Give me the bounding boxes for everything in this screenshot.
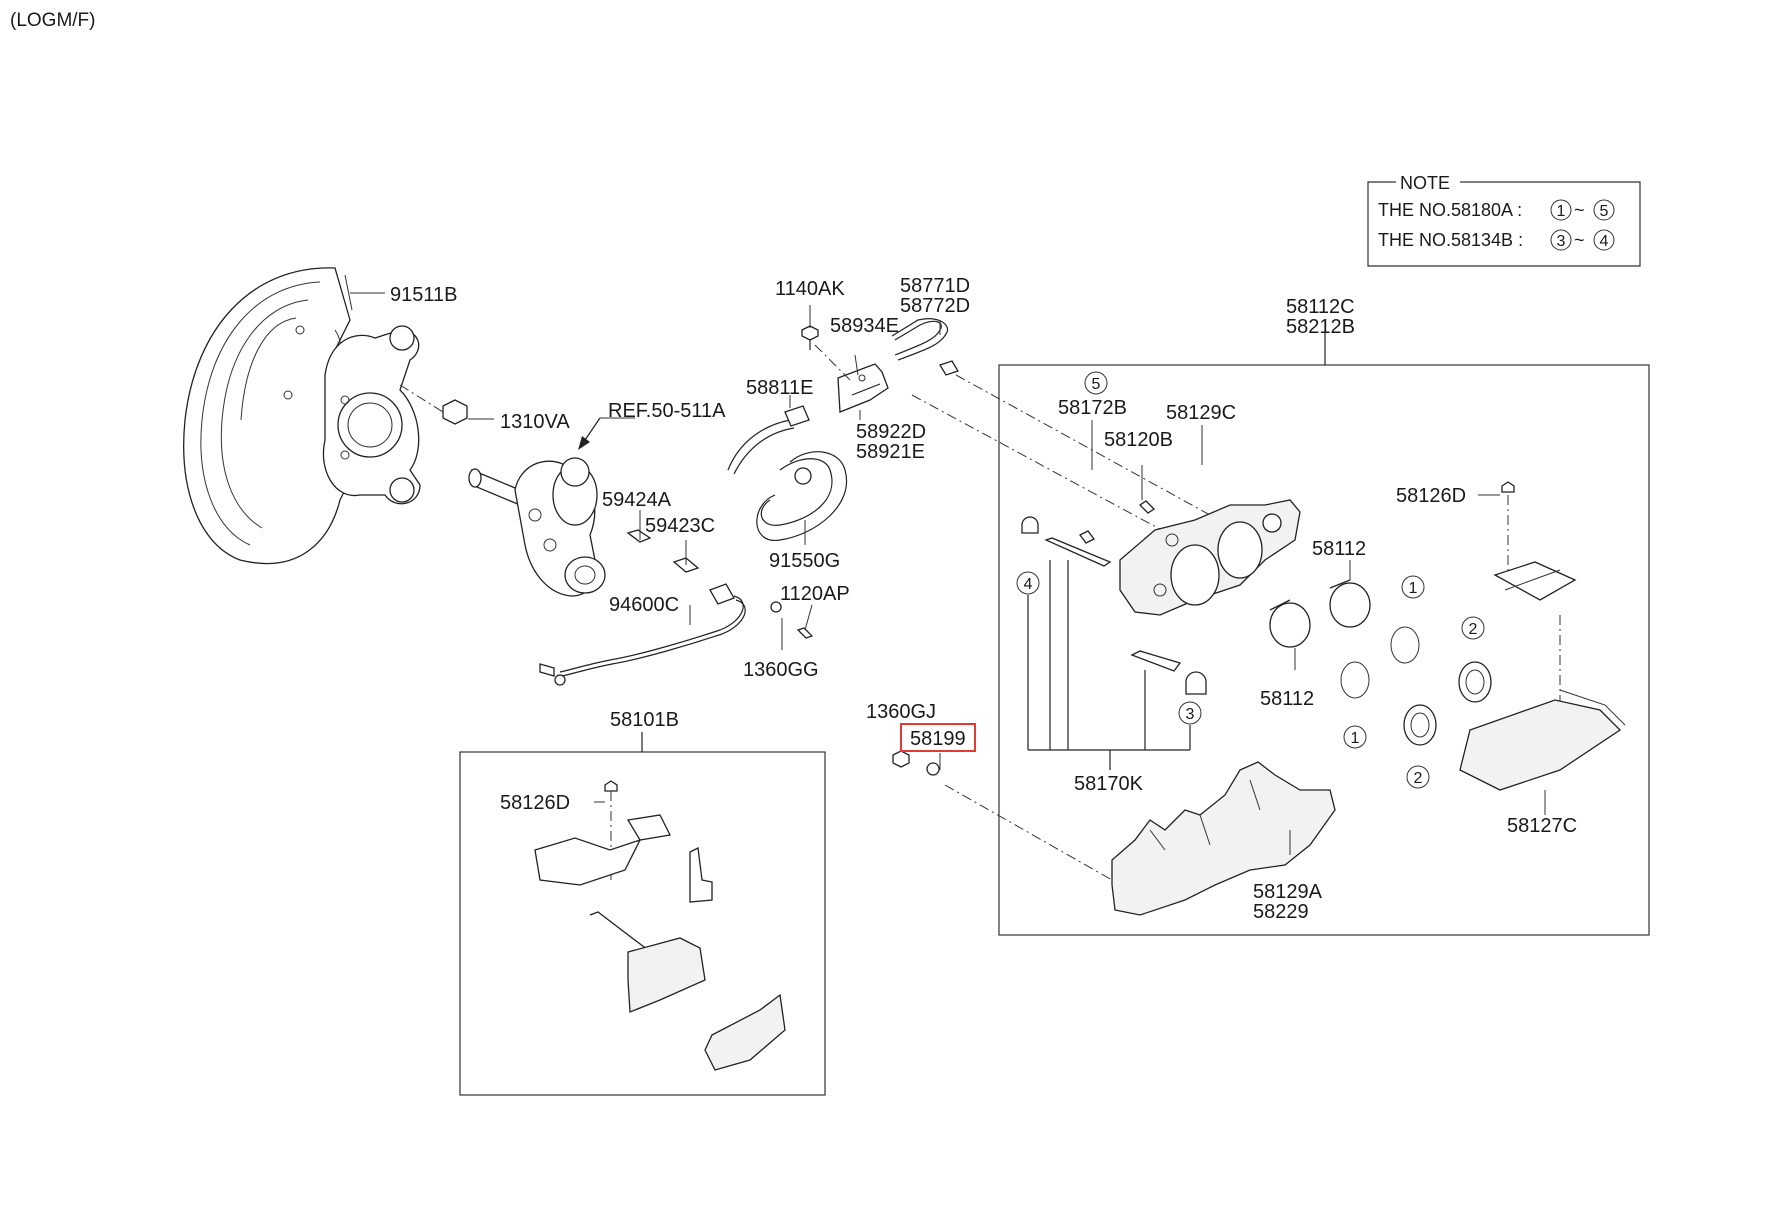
label-58212B[interactable]: 58212B (1286, 316, 1355, 338)
label-1140AK[interactable]: 1140AK (775, 278, 845, 300)
label-58126D-left[interactable]: 58126D (500, 792, 570, 814)
callout-4: 4 (1024, 576, 1033, 593)
note-line2-text: THE NO.58134B : (1378, 230, 1523, 250)
note-line1-text: THE NO.58180A : (1378, 200, 1522, 220)
callout-5: 5 (1092, 376, 1101, 393)
pistons-seals-drawing (1269, 579, 1492, 746)
nipple-cap-drawing (892, 750, 1113, 881)
caliper-bracket-drawing (1111, 761, 1336, 916)
note-line1-tilde: ~ (1574, 200, 1585, 220)
note-title: NOTE (1400, 173, 1450, 193)
label-58126D-right[interactable]: 58126D (1396, 485, 1466, 507)
callout-1b: 1 (1351, 730, 1360, 747)
label-58229[interactable]: 58229 (1253, 901, 1309, 923)
note-line2-to-circle (1593, 229, 1615, 251)
pad-kit-box (459, 732, 826, 1096)
caliper-body-drawing (1079, 499, 1301, 616)
note-line2-from-circle (1550, 229, 1572, 251)
caliper-group-box (998, 330, 1650, 936)
bracket-bolt-drawing (801, 325, 889, 413)
label-1360GG[interactable]: 1360GG (743, 659, 819, 681)
pad-kit-drawing (534, 780, 786, 1071)
label-58120B[interactable]: 58120B (1104, 429, 1173, 451)
label-1360GJ[interactable]: 1360GJ (866, 701, 936, 723)
label-58170K[interactable]: 58170K (1074, 773, 1144, 795)
callout-3: 3 (1186, 706, 1195, 723)
callout-2b: 2 (1414, 770, 1423, 787)
label-58172B[interactable]: 58172B (1058, 397, 1127, 419)
label-58771D[interactable]: 58771D (900, 275, 970, 297)
label-58811E[interactable]: 58811E (746, 377, 813, 399)
label-59424A[interactable]: 59424A (602, 489, 672, 511)
pad-58127C-drawing (1459, 689, 1626, 791)
label-58127C[interactable]: 58127C (1507, 815, 1577, 837)
label-58199[interactable]: 58199 (910, 728, 966, 750)
callout-2a: 2 (1469, 621, 1478, 638)
steering-knuckle-drawing (322, 325, 421, 505)
nut-1310VA-drawing (399, 384, 468, 425)
label-58112C[interactable]: 58112C (1286, 296, 1355, 318)
axle-hub-drawing (468, 457, 606, 597)
label-58934E[interactable]: 58934E (830, 315, 899, 337)
label-91550G[interactable]: 91550G (769, 550, 840, 572)
label-58921E[interactable]: 58921E (856, 441, 925, 463)
label-ref-50-511A[interactable]: REF.50-511A (608, 400, 726, 422)
label-58112-upper[interactable]: 58112 (1312, 538, 1366, 560)
guide-pins-drawing (1021, 516, 1207, 770)
label-59423C[interactable]: 59423C (645, 515, 715, 537)
label-58112-lower[interactable]: 58112 (1260, 688, 1314, 710)
note-line2-to: 4 (1600, 233, 1609, 250)
note-line1-from: 1 (1557, 203, 1566, 220)
label-58101B[interactable]: 58101B (610, 709, 679, 731)
wheel-speed-sensor-drawing (539, 583, 814, 686)
label-1120AP[interactable]: 1120AP (780, 583, 850, 605)
label-58129A[interactable]: 58129A (1253, 881, 1323, 903)
label-1310VA[interactable]: 1310VA (500, 411, 570, 433)
label-58129C[interactable]: 58129C (1166, 402, 1236, 424)
leader-lines (350, 292, 1546, 855)
brake-hose-drawing (727, 405, 848, 541)
callout-1a: 1 (1409, 580, 1418, 597)
note-line1-to: 5 (1600, 203, 1609, 220)
note-line1-to-circle (1593, 199, 1615, 221)
callout-circles: 5 4 3 1 1 2 2 (1016, 371, 1485, 789)
part-labels: 91511B 1310VA REF.50-511A 59424A 59423C … (390, 275, 1577, 923)
label-94600C[interactable]: 94600C (609, 594, 679, 616)
note-line2-tilde: ~ (1574, 230, 1585, 250)
note-box: NOTE THE NO.58180A : 1 ~ 5 THE NO.58134B… (1367, 173, 1641, 267)
pad-spring-right-drawing (1493, 481, 1577, 720)
label-58772D[interactable]: 58772D (900, 295, 970, 317)
note-line1-from-circle (1550, 199, 1572, 221)
label-58922D[interactable]: 58922D (856, 421, 926, 443)
note-line2-from: 3 (1557, 233, 1566, 250)
model-code-label: (LOGM/F) (10, 10, 96, 31)
label-91511B[interactable]: 91511B (390, 284, 457, 306)
highlight-box-58199 (900, 723, 976, 752)
dust-shield-drawing (183, 267, 356, 565)
